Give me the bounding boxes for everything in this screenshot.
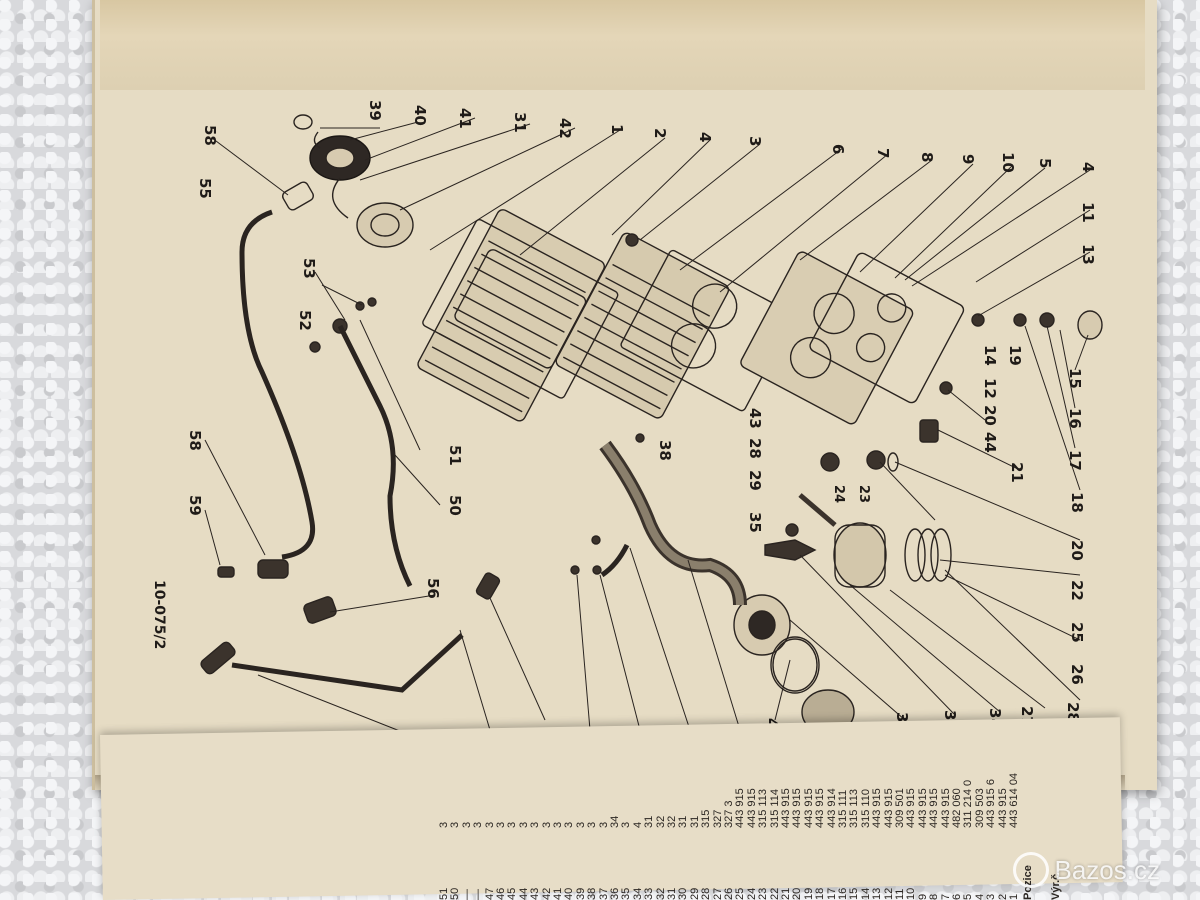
table-position-cell: 51 — [438, 887, 450, 900]
cylinder-block-drawing — [417, 209, 605, 422]
piston-drawing — [833, 522, 952, 588]
pipes-drawing — [231, 209, 630, 693]
callout-8: 8 — [918, 152, 936, 162]
callout-42: 42 — [556, 118, 574, 139]
callout-6: 6 — [829, 144, 847, 154]
callout-5: 5 — [1036, 158, 1054, 168]
callout-23: 23 — [856, 485, 871, 503]
callout-13: 13 — [1079, 244, 1097, 265]
callout-40: 40 — [411, 105, 429, 126]
callout-29: 29 — [746, 470, 764, 491]
callout-20: 20 — [1068, 540, 1086, 561]
callout-17: 17 — [1066, 450, 1084, 471]
callout-58-top: 58 — [201, 125, 219, 146]
callout-2: 2 — [651, 128, 669, 138]
drawing-code: 10-075/2 — [151, 580, 167, 649]
watermark: Bazos.cz — [1012, 852, 1161, 888]
callout-51: 51 — [446, 445, 464, 466]
callout-3: 3 — [746, 136, 764, 146]
head-cover-drawing — [809, 252, 965, 404]
callout-38: 38 — [656, 440, 674, 461]
callout-31: 31 — [511, 112, 529, 133]
bearing-bottom-drawing — [733, 594, 855, 735]
callout-21: 21 — [1008, 462, 1026, 483]
cylinder-barrel-drawing — [555, 232, 730, 419]
callout-19: 19 — [1006, 345, 1024, 366]
table-code-cell: 3 — [438, 821, 450, 828]
callout-28-mid: 28 — [746, 438, 764, 459]
page-stack-edge — [100, 0, 1145, 90]
callout-7: 7 — [874, 148, 892, 158]
callout-12: 12 — [981, 378, 999, 399]
callout-25: 25 — [1068, 622, 1086, 643]
callout-59: 59 — [186, 495, 204, 516]
callout-11: 11 — [1079, 202, 1097, 223]
callout-10: 10 — [999, 152, 1017, 173]
callout-52: 52 — [296, 310, 314, 331]
callout-18: 18 — [1068, 492, 1086, 513]
crankshaft-drawing — [599, 440, 747, 606]
callout-15: 15 — [1066, 368, 1084, 389]
callout-4-right: 4 — [1079, 162, 1097, 172]
callout-39: 39 — [366, 100, 384, 121]
callout-55: 55 — [196, 178, 214, 199]
watermark-text: Bazos.cz — [1054, 854, 1161, 885]
callout-20-top: 20 — [981, 405, 999, 426]
connecting-rod-drawing — [764, 539, 817, 561]
callout-43: 43 — [746, 408, 764, 429]
gasket-drawing — [422, 218, 619, 399]
callout-26: 26 — [1068, 664, 1086, 685]
callout-16: 16 — [1066, 408, 1084, 429]
at-sign-icon — [1012, 852, 1049, 888]
callout-58: 58 — [186, 430, 204, 451]
fittings-drawing — [200, 233, 1103, 675]
valve-plate-drawing — [740, 251, 914, 425]
callout-35: 35 — [746, 512, 764, 533]
callout-44: 44 — [981, 432, 999, 453]
callout-50: 50 — [446, 495, 464, 516]
callout-14: 14 — [981, 345, 999, 366]
callout-53: 53 — [300, 258, 318, 279]
callout-56: 56 — [424, 578, 442, 599]
o-ring-drawing — [770, 636, 820, 694]
callout-1: 1 — [608, 124, 626, 134]
callout-24: 24 — [831, 485, 846, 503]
callout-4: 4 — [696, 132, 714, 142]
callout-41: 41 — [456, 108, 474, 129]
bearing-top-drawing — [282, 114, 414, 248]
callout-9: 9 — [959, 154, 977, 164]
callout-22: 22 — [1068, 580, 1086, 601]
